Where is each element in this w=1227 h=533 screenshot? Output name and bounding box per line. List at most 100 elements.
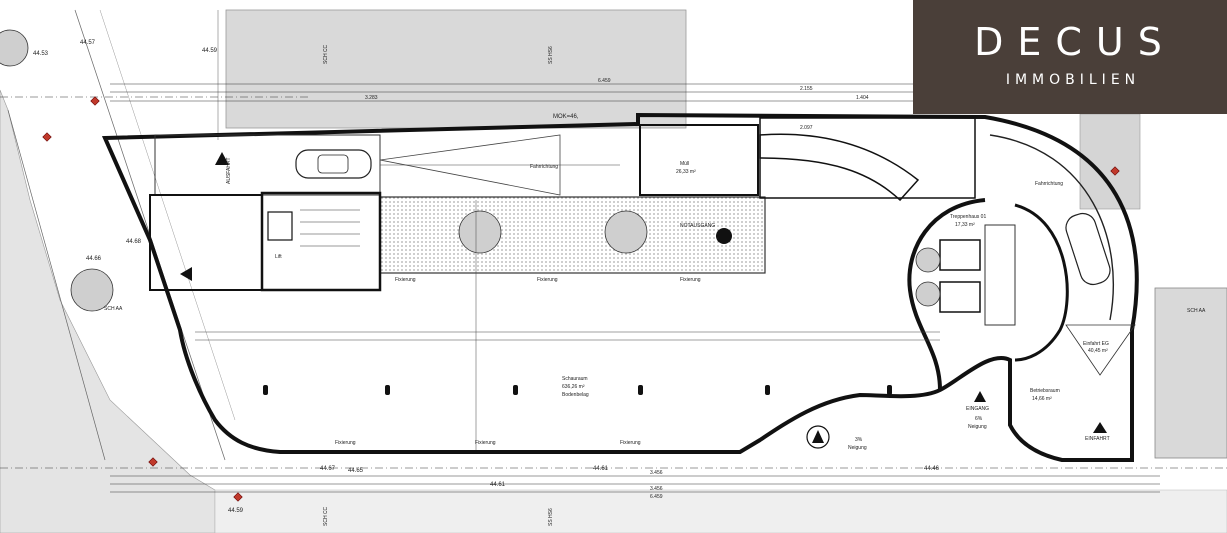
street-line — [7, 109, 106, 461]
entry-label: EINFAHRT — [1085, 436, 1110, 442]
parked-car — [295, 149, 372, 179]
left-arrow — [180, 267, 192, 281]
street-line — [99, 9, 236, 421]
elevation-label: 44.66 — [86, 256, 102, 262]
section-label: SS HS6 — [548, 46, 554, 64]
neighbour-building-top — [225, 9, 687, 129]
elevation-label: 44.68 — [126, 239, 142, 245]
fixing-label: Fixierung — [680, 277, 701, 283]
slope-label: 3% — [855, 437, 863, 443]
survey-markers — [42, 96, 1120, 502]
dimension-text: 3.456 — [650, 470, 663, 476]
fixing-label: Fixierung — [620, 440, 641, 446]
refuse-room — [639, 124, 759, 196]
service-room — [149, 194, 263, 291]
elevation-label: 44.53 — [33, 51, 49, 57]
upper-entry-zone — [154, 134, 381, 196]
stair-flight — [984, 224, 1016, 326]
entrance-marker — [806, 425, 830, 449]
parked-car-right — [1065, 212, 1111, 286]
room-area: 17,33 m² — [955, 222, 975, 228]
dimension-text: 1.404 — [856, 95, 869, 101]
slope-label: Neigung — [848, 445, 867, 451]
logo-subtitle: IMMOBILIEN — [1005, 72, 1141, 88]
elevation-label: 44.59 — [228, 508, 244, 514]
room-label: Fahrrichtung — [530, 164, 558, 170]
driveway-curve — [989, 134, 1114, 321]
tree — [458, 210, 502, 254]
street-bottom — [214, 489, 1227, 533]
elevation-label: 44.67 — [320, 466, 336, 472]
room-name: Betriebsraum — [1030, 388, 1060, 394]
section-label: SCH AA — [104, 306, 123, 312]
fixing-label: Fixierung — [335, 440, 356, 446]
room-label: Fahrrichtung — [1035, 181, 1063, 187]
section-label: SCH CC — [323, 506, 329, 526]
room-name: Müll — [680, 161, 689, 167]
lift-box — [939, 281, 981, 313]
dimension-text: 3.283 — [365, 95, 378, 101]
room-area: 636,26 m² — [562, 384, 585, 390]
decus-logo: DECUS IMMOBILIEN — [913, 0, 1227, 114]
entrance-label: EINGANG — [966, 406, 989, 412]
slope-label: Neigung — [968, 424, 987, 430]
neighbour-building-right — [1154, 287, 1227, 459]
slope-label: 6% — [975, 416, 983, 422]
exit-label: AUSFAHRT — [226, 157, 232, 184]
fixing-label: Fixierung — [537, 277, 558, 283]
elevation-label: 44.65 — [348, 468, 364, 474]
room-name: Treppenhaus 01 — [950, 214, 986, 220]
fixing-label: Fixierung — [475, 440, 496, 446]
elevation-label: 44.61 — [490, 482, 506, 488]
mok-label: MOK=46, — [553, 114, 579, 120]
round-element — [915, 247, 941, 273]
entry-triangle — [1065, 324, 1136, 376]
round-stairwell — [907, 198, 986, 391]
entrance-arrow — [812, 430, 824, 443]
room-name: Lift — [275, 254, 282, 260]
exit-arrow — [215, 152, 229, 165]
upper-right-room — [759, 117, 976, 199]
tree — [0, 29, 29, 67]
elevation-label: 44.59 — [202, 48, 218, 54]
dimension-text: 3.456 — [650, 486, 663, 492]
columns — [263, 385, 892, 395]
eingang-arrow — [974, 391, 986, 402]
room-floor: Bodenbelag — [562, 392, 589, 398]
round-stairwell-inner — [1014, 203, 1069, 362]
dimension-text: 6.459 — [598, 78, 611, 84]
section-label: SCH AA — [1187, 308, 1206, 314]
room-area: 40,45 m² — [1088, 348, 1108, 354]
round-element — [915, 281, 941, 307]
dimension-text: 2.155 — [800, 86, 813, 92]
section-label: SS HS6 — [548, 508, 554, 526]
dotted-floor-area — [379, 196, 766, 274]
tree — [70, 268, 114, 312]
room-name: Schauraum — [562, 376, 588, 382]
entry-arrow-right — [1093, 422, 1107, 433]
lift-box — [939, 239, 981, 271]
building-outline — [101, 112, 1139, 462]
room-area: 26,33 m² — [676, 169, 696, 175]
stair-core — [260, 191, 382, 292]
dimension-text: 2.097 — [800, 125, 813, 131]
tree — [604, 210, 648, 254]
black-dot — [716, 228, 732, 244]
elevation-label: 44.46 — [924, 466, 940, 472]
elevation-label: 44.57 — [80, 40, 96, 46]
room-name: Einfahrt EG — [1083, 341, 1109, 347]
curved-stair — [759, 133, 920, 202]
emergency-exit-label: NOTAUSGANG — [680, 223, 715, 229]
dimension-text: 6.459 — [650, 494, 663, 500]
section-label: SCH CC — [323, 44, 329, 64]
logo-brand: DECUS — [974, 20, 1176, 64]
sidewalk-left — [0, 89, 216, 533]
elevation-label: 44.61 — [593, 466, 609, 472]
room-area: 14,66 m² — [1032, 396, 1052, 402]
fixing-label: Fixierung — [395, 277, 416, 283]
parked-car-window — [317, 154, 349, 174]
dimension-lines — [0, 83, 1227, 493]
lift-shaft — [267, 211, 293, 241]
